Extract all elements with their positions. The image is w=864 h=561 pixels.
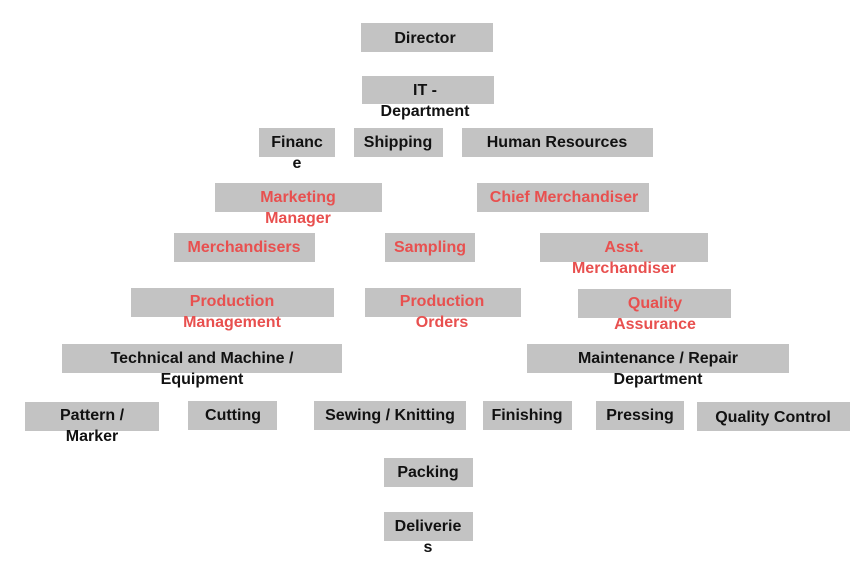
node-label-line: Production bbox=[399, 293, 485, 310]
node-label-director: Director bbox=[394, 28, 455, 49]
node-label-line: Packing bbox=[397, 464, 459, 481]
node-box-finance bbox=[259, 128, 335, 157]
node-box-asst-merchandiser bbox=[540, 233, 708, 262]
node-box-human-resources bbox=[462, 128, 653, 157]
node-label-shipping: Shipping bbox=[364, 132, 432, 153]
node-label-line: Department bbox=[380, 103, 470, 120]
node-label-line: Department bbox=[613, 371, 703, 388]
node-box-cutting bbox=[188, 401, 277, 430]
node-box-marketing-manager bbox=[215, 183, 382, 212]
node-label-line: Asst. bbox=[604, 239, 644, 256]
node-label-line: Shipping bbox=[363, 134, 433, 151]
node-label-line: Marker bbox=[65, 428, 119, 445]
node-label-human-resources: Human Resources bbox=[487, 132, 628, 153]
node-label-line: Maintenance / Repair bbox=[577, 350, 739, 367]
node-box-packing bbox=[384, 458, 473, 487]
node-box-pattern-marker bbox=[25, 402, 159, 431]
node-box-chief-merchandiser bbox=[477, 183, 649, 212]
node-label-sampling: Sampling bbox=[394, 237, 466, 258]
node-label-line: Merchandiser bbox=[571, 260, 677, 277]
node-label-technical-machine-equipment: Technical and Machine / Equipment bbox=[111, 348, 294, 390]
node-label-line: e bbox=[292, 155, 302, 172]
node-label-cutting: Cutting bbox=[205, 405, 261, 426]
node-label-deliveries: Deliverie s bbox=[395, 516, 462, 558]
node-label-pressing: Pressing bbox=[606, 405, 674, 426]
node-box-sampling bbox=[385, 233, 475, 262]
node-box-quality-assurance bbox=[578, 289, 731, 318]
node-label-line: Financ bbox=[271, 134, 323, 151]
node-box-production-orders bbox=[365, 288, 521, 317]
node-box-deliveries bbox=[384, 512, 473, 541]
node-label-asst-merchandiser: Asst. Merchandiser bbox=[572, 237, 676, 279]
node-box-it-department bbox=[362, 76, 494, 104]
node-label-line: Technical and Machine / bbox=[110, 350, 294, 367]
node-label-finance: Financ e bbox=[271, 132, 323, 174]
node-label-line: Manager bbox=[265, 210, 331, 227]
node-box-quality-control bbox=[697, 402, 850, 431]
node-label-line: Quality bbox=[627, 295, 683, 312]
node-label-merchandisers: Merchandisers bbox=[188, 237, 301, 258]
node-label-line: Orders bbox=[415, 314, 469, 331]
node-box-finishing bbox=[483, 401, 572, 430]
node-label-line: Quality Control bbox=[715, 409, 831, 426]
node-box-shipping bbox=[354, 128, 443, 157]
node-label-line: Sewing / Knitting bbox=[325, 407, 455, 424]
node-label-line: Assurance bbox=[614, 316, 696, 333]
node-label-chief-merchandiser: Chief Merchandiser bbox=[490, 187, 638, 208]
node-label-line: IT - bbox=[413, 82, 437, 99]
node-label-packing: Packing bbox=[397, 462, 458, 483]
node-label-sewing-knitting: Sewing / Knitting bbox=[325, 405, 455, 426]
node-label-line: Finishing bbox=[491, 407, 563, 424]
node-label-pattern-marker: Pattern / Marker bbox=[60, 405, 124, 447]
node-label-line: Equipment bbox=[160, 371, 244, 388]
node-label-line: Pressing bbox=[606, 407, 674, 424]
node-box-director bbox=[361, 23, 493, 52]
node-label-line: Cutting bbox=[205, 407, 261, 424]
node-label-line: Sampling bbox=[393, 239, 467, 256]
node-label-line: Pattern / bbox=[59, 407, 125, 424]
node-label-it-department: IT - Department bbox=[381, 80, 470, 122]
node-box-sewing-knitting bbox=[314, 401, 466, 430]
node-box-maintenance-repair bbox=[527, 344, 789, 373]
node-label-finishing: Finishing bbox=[491, 405, 562, 426]
node-label-line: Management bbox=[183, 314, 281, 331]
node-label-line: Human Resources bbox=[486, 134, 628, 151]
node-box-production-management bbox=[131, 288, 334, 317]
node-box-pressing bbox=[596, 401, 684, 430]
node-label-line: s bbox=[423, 539, 433, 556]
node-box-merchandisers bbox=[174, 233, 315, 262]
node-label-line: Merchandisers bbox=[187, 239, 301, 256]
node-label-line: Marketing bbox=[260, 189, 336, 206]
node-label-line: Chief Merchandiser bbox=[489, 189, 639, 206]
node-label-line: Director bbox=[394, 30, 456, 47]
node-box-technical-machine-equipment bbox=[62, 344, 342, 373]
node-label-line: Production bbox=[189, 293, 275, 310]
node-label-quality-control: Quality Control bbox=[715, 407, 831, 428]
node-label-line: Deliverie bbox=[394, 518, 462, 535]
